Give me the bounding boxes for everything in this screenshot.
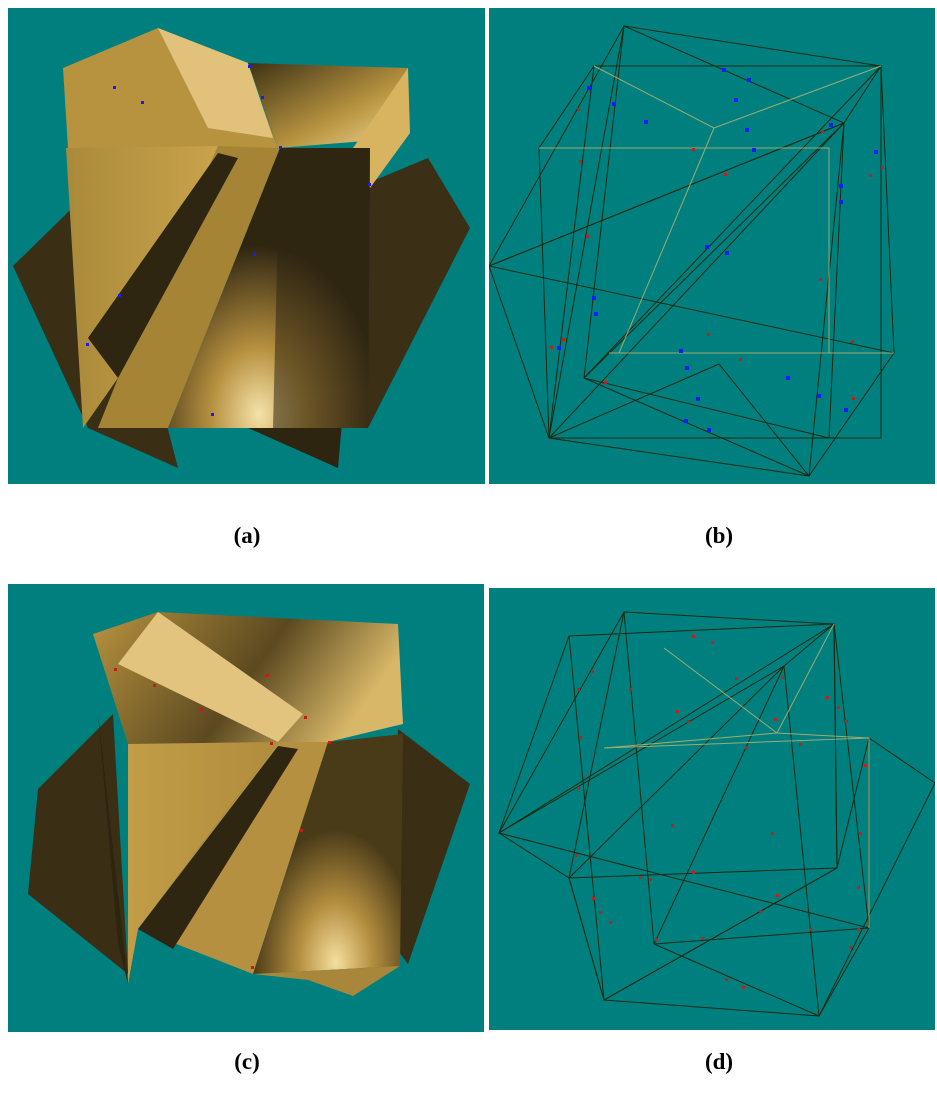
front-face [98,146,280,428]
back-face [393,729,470,964]
front-face [128,742,278,984]
edge-face [88,153,238,378]
caption-d: (d) [704,1049,734,1074]
right-face [368,158,470,428]
front-face [253,734,403,974]
hidden-edges [603,623,870,928]
wireframe-render-b [489,25,895,477]
surface-markers [86,65,371,416]
panel-b-wireframe [489,8,935,484]
surface-markers [114,668,331,969]
bottom-face [253,966,400,996]
solid-render-a [13,28,470,468]
caption-b: (b) [704,523,734,548]
back-face [98,714,128,984]
caption-a: (a) [233,523,261,548]
back-face [28,714,128,974]
caption-c: (c) [234,1049,260,1074]
edge-face [138,746,298,949]
wire-edges [489,25,895,477]
red-markers [550,108,884,400]
wireframe-render-d [497,611,935,1017]
wire-edges [497,611,935,1017]
front-face [273,148,370,428]
top-face [158,28,273,138]
panel-d-wireframe [489,588,935,1030]
top-face [118,612,303,742]
solid-render-c [28,612,470,996]
red-markers [575,635,867,989]
panel-a-shaded-solid [8,8,485,484]
hidden-edges [539,65,894,354]
panel-c-shaded-solid [8,584,484,1032]
blue-markers [557,68,878,432]
